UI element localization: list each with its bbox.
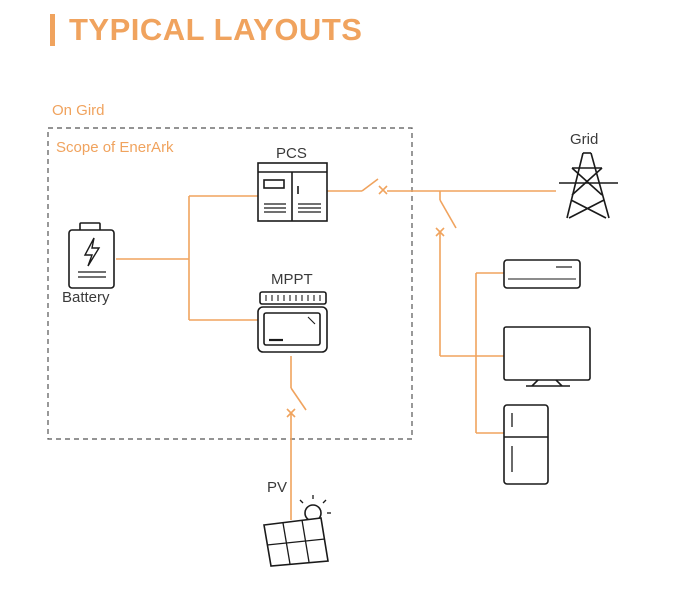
section-header: TYPICAL LAYOUTS xyxy=(50,12,362,48)
mppt-label: MPPT xyxy=(271,271,313,288)
solar-panel-icon xyxy=(263,495,331,567)
tv-icon xyxy=(503,326,591,387)
battery-icon xyxy=(68,222,115,289)
page-title: TYPICAL LAYOUTS xyxy=(69,12,363,47)
wiring-lines xyxy=(116,178,556,520)
header-accent-bar xyxy=(50,14,55,46)
switch-markers xyxy=(286,185,445,418)
pcs-label: PCS xyxy=(276,145,307,162)
mppt-icon xyxy=(257,291,328,353)
mode-label: On Gird xyxy=(52,102,105,119)
refrigerator-icon xyxy=(503,404,549,485)
scope-label: Scope of EnerArk xyxy=(56,139,174,156)
grid-label: Grid xyxy=(570,131,598,148)
pv-label: PV xyxy=(267,479,287,496)
scope-boundary xyxy=(47,127,413,440)
pcs-icon xyxy=(257,162,328,222)
grid-tower-icon xyxy=(559,152,618,219)
battery-label: Battery xyxy=(62,289,110,306)
air-conditioner-icon xyxy=(503,259,581,289)
